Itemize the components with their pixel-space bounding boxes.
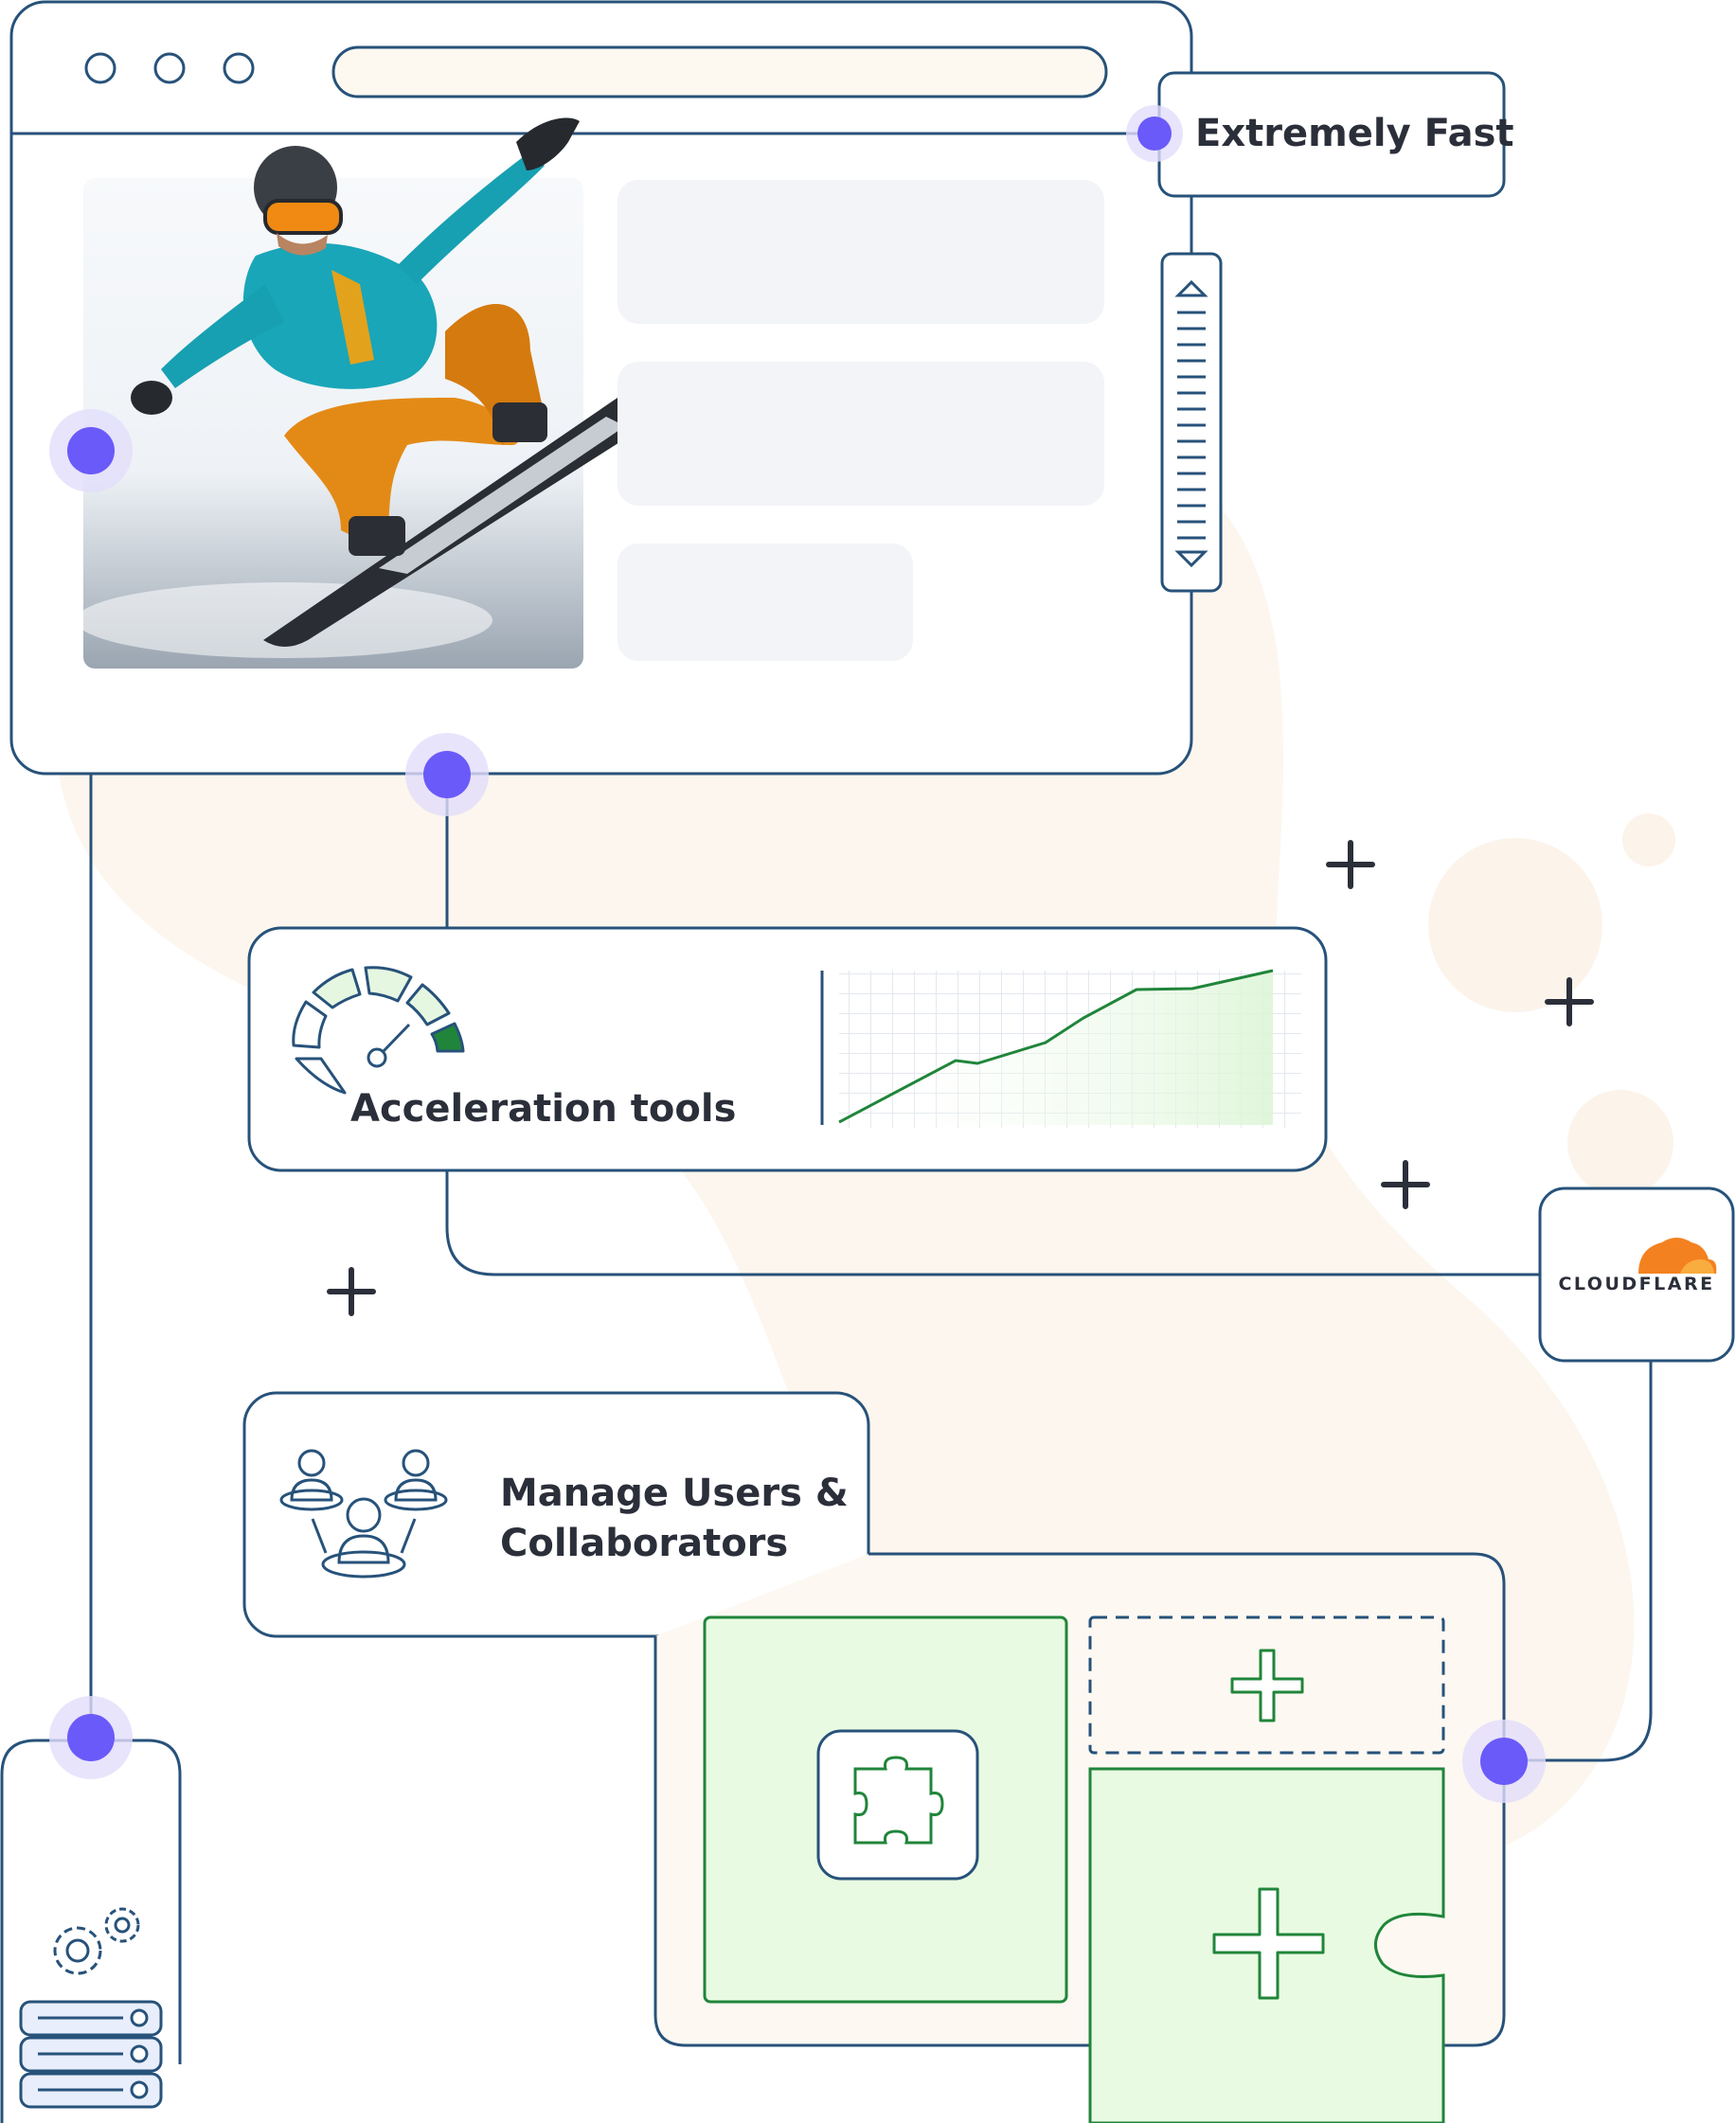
connection-node <box>49 1696 133 1779</box>
manage-users-label-line1: Manage Users & <box>500 1472 849 1515</box>
connection-node <box>1462 1720 1546 1803</box>
connection-node <box>1126 105 1183 162</box>
extremely-fast-label: Extremely Fast <box>1195 112 1514 155</box>
background-dot-small <box>1622 813 1675 866</box>
window-control-dot[interactable] <box>223 52 255 84</box>
acceleration-tools-card: Acceleration tools <box>247 926 1328 1172</box>
plus-icon <box>1381 1160 1430 1209</box>
background-dot-large <box>1428 838 1602 1012</box>
scroll-down-icon[interactable] <box>1174 550 1208 568</box>
gears-icon <box>53 1907 140 1975</box>
plus-icon <box>1326 840 1375 889</box>
scroll-up-icon[interactable] <box>1174 279 1208 297</box>
plus-icon <box>1545 977 1594 1026</box>
add-plugin-large-icon[interactable] <box>1212 1887 1325 2000</box>
cloudflare-logo: CLOUDFLARE <box>1558 1238 1717 1294</box>
speedometer-icon <box>292 966 465 1095</box>
add-plugin-icon[interactable] <box>1230 1649 1304 1722</box>
content-placeholder <box>617 180 1104 324</box>
cloudflare-wordmark: CLOUDFLARE <box>1558 1274 1714 1294</box>
address-bar[interactable] <box>331 45 1108 98</box>
cloudflare-card: CLOUDFLARE <box>1538 1186 1735 1363</box>
growth-chart <box>820 969 1301 1128</box>
server-card <box>0 1739 182 2123</box>
extremely-fast-card: Extremely Fast <box>1157 71 1514 198</box>
plugins-panel <box>653 1552 1506 2123</box>
browser-window <box>9 0 1193 776</box>
snowboarder-image <box>76 117 677 669</box>
plugin-slot-empty[interactable] <box>1088 1615 1445 1755</box>
plus-icon <box>327 1267 376 1316</box>
manage-users-card: Manage Users & Collaborators <box>242 1391 870 1638</box>
manage-users-label-line2: Collaborators <box>500 1522 788 1565</box>
content-placeholder <box>617 362 1104 506</box>
scrollbar[interactable] <box>1160 252 1223 593</box>
server-stack-icon <box>19 2000 163 2109</box>
connection-node <box>405 733 489 816</box>
background-dot-medium <box>1567 1090 1673 1196</box>
window-control-dot[interactable] <box>153 52 186 84</box>
content-placeholder <box>617 544 913 661</box>
connection-node <box>49 409 133 492</box>
acceleration-tools-label: Acceleration tools <box>350 1087 736 1131</box>
window-control-dot[interactable] <box>84 52 116 84</box>
users-icon <box>279 1449 448 1579</box>
puzzle-piece-icon <box>853 1756 944 1845</box>
